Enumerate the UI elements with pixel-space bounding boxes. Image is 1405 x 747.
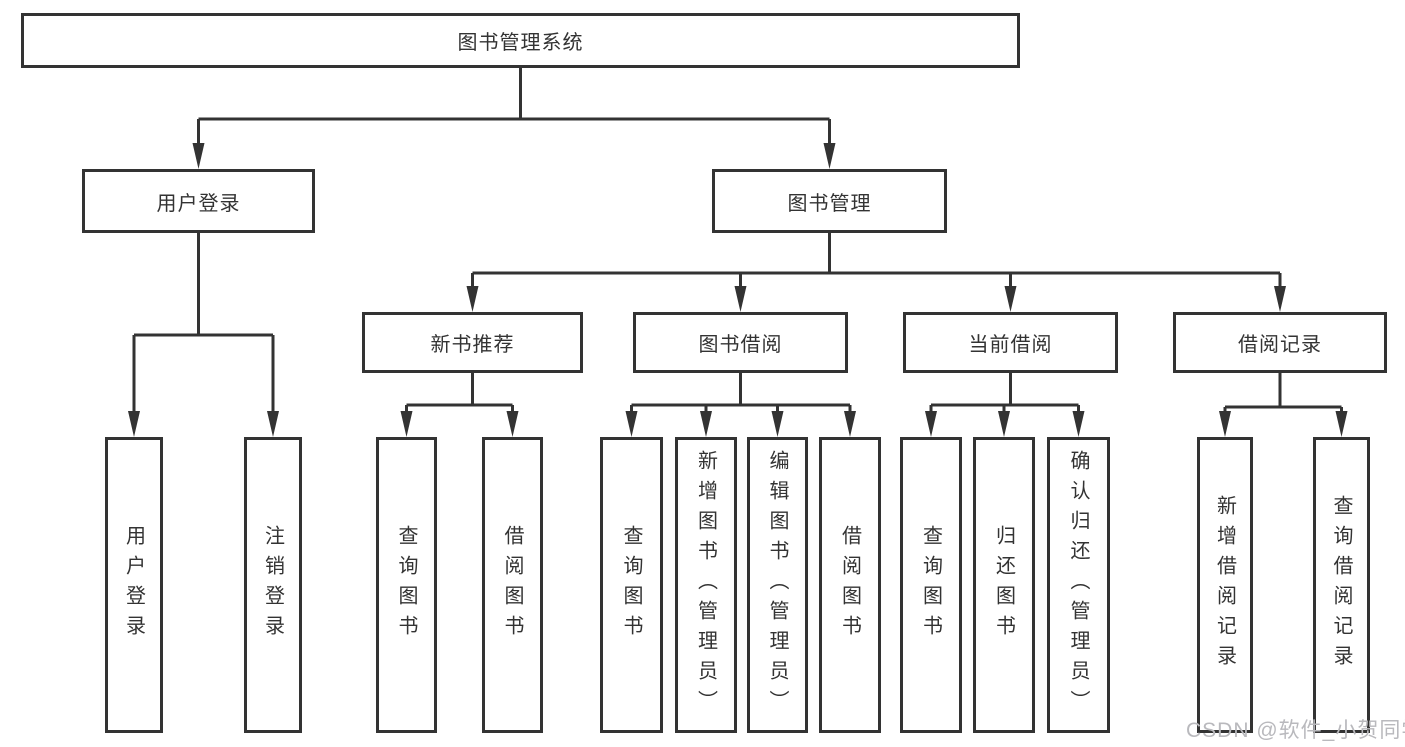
node-query-books-borrowing: 查询图书 (600, 437, 663, 733)
node-edit-books-admin: 编辑图书（管理员） (747, 437, 808, 733)
arrowhead-icon (625, 411, 638, 437)
arrowhead-icon (1335, 411, 1348, 437)
node-new-book-recommend: 新书推荐 (362, 312, 583, 373)
connector-book-management-children (471, 233, 1282, 292)
node-book-borrowing: 图书借阅 (633, 312, 848, 373)
node-add-borrow-record: 新增借阅记录 (1197, 437, 1253, 733)
watermark: CSDN @软件_小贺同学 (1186, 719, 1405, 742)
node-borrow-books-recommend: 借阅图书 (482, 437, 543, 733)
arrowhead-icon (1219, 411, 1231, 437)
connector-root-to-level2 (197, 68, 831, 149)
arrowhead-icon (267, 411, 279, 437)
node-confirm-return-admin: 确认归还（管理员） (1047, 437, 1110, 733)
node-logout-leaf: 注销登录 (244, 437, 302, 733)
arrowhead-icon (1274, 286, 1286, 312)
node-root: 图书管理系统 (21, 13, 1020, 68)
arrowhead-icon (192, 143, 205, 169)
arrowhead-icon (700, 411, 712, 437)
arrowhead-icon (925, 411, 937, 437)
node-user-login: 用户登录 (82, 169, 315, 233)
node-query-books-current: 查询图书 (900, 437, 962, 733)
node-add-books-admin: 新增图书（管理员） (675, 437, 737, 733)
connector-user-login-children (132, 233, 275, 417)
node-book-management: 图书管理 (712, 169, 947, 233)
arrowhead-icon (1004, 286, 1017, 312)
arrowhead-icon (734, 286, 747, 312)
node-borrowing-records: 借阅记录 (1173, 312, 1387, 373)
node-current-borrowing: 当前借阅 (903, 312, 1118, 373)
arrowhead-icon (506, 411, 519, 437)
arrowhead-icon (466, 286, 479, 312)
node-query-borrow-record: 查询借阅记录 (1313, 437, 1370, 733)
connector-current-borrowing-children (929, 373, 1080, 417)
node-borrow-books-leaf: 借阅图书 (819, 437, 881, 733)
node-user-login-leaf: 用户登录 (105, 437, 163, 733)
arrowhead-icon (844, 411, 856, 437)
node-query-books-recommend: 查询图书 (376, 437, 437, 733)
arrowhead-icon (400, 411, 413, 437)
arrowhead-icon (823, 143, 836, 169)
arrowhead-icon (771, 411, 784, 437)
connector-borrowing-records-children (1223, 373, 1343, 417)
connector-book-borrowing-children (630, 373, 852, 417)
node-return-books: 归还图书 (973, 437, 1035, 733)
connector-new-book-recommend-children (405, 373, 514, 417)
arrowhead-icon (128, 411, 140, 437)
arrowhead-icon (1072, 411, 1085, 437)
arrowheads (128, 143, 1348, 437)
arrowhead-icon (998, 411, 1010, 437)
